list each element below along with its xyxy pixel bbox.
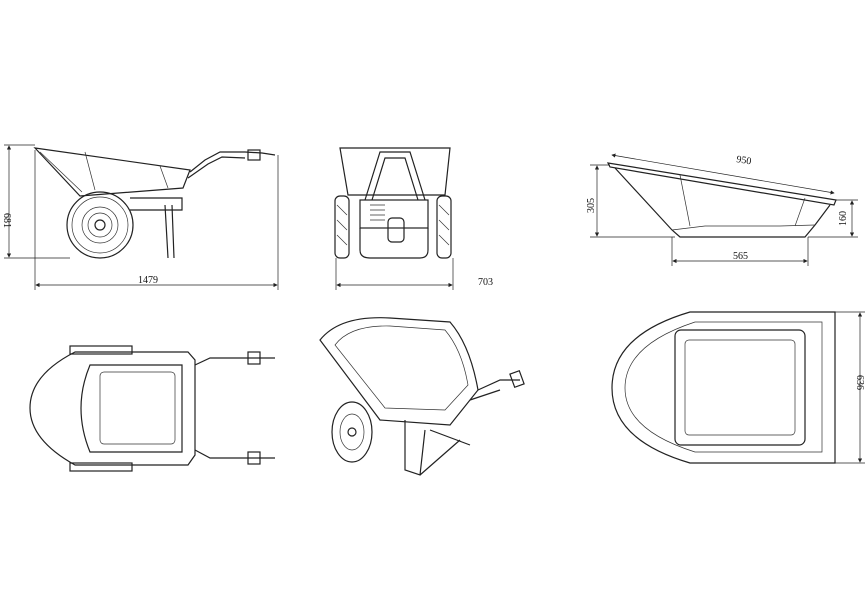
dimension-label-160: 160 [838, 211, 849, 226]
dimension-label-1479: 1479 [138, 275, 158, 286]
dimension-side-length: 1479 [34, 150, 279, 290]
dimension-tray-length: 950 [611, 153, 835, 195]
isometric-view [319, 317, 525, 476]
dimension-tray-front-height: 160 [808, 199, 858, 238]
front-view [334, 147, 452, 259]
dimension-side-height: 681 [1, 144, 70, 259]
dimension-tray-width: 636 [835, 311, 865, 464]
dimension-label-305: 305 [586, 198, 597, 213]
top-view [29, 345, 275, 472]
dimension-tray-height: 305 [586, 164, 675, 238]
side-view [33, 147, 276, 259]
tray-top-view [611, 311, 836, 464]
dimension-label-950: 950 [736, 154, 753, 167]
dimension-label-636: 636 [854, 375, 865, 390]
dimension-label-565: 565 [733, 251, 748, 262]
dimension-label-681: 681 [1, 213, 12, 228]
dimension-tray-bottom-length: 565 [671, 237, 809, 266]
dimension-label-703: 703 [478, 277, 493, 288]
dimension-front-width: 703 [335, 258, 493, 290]
